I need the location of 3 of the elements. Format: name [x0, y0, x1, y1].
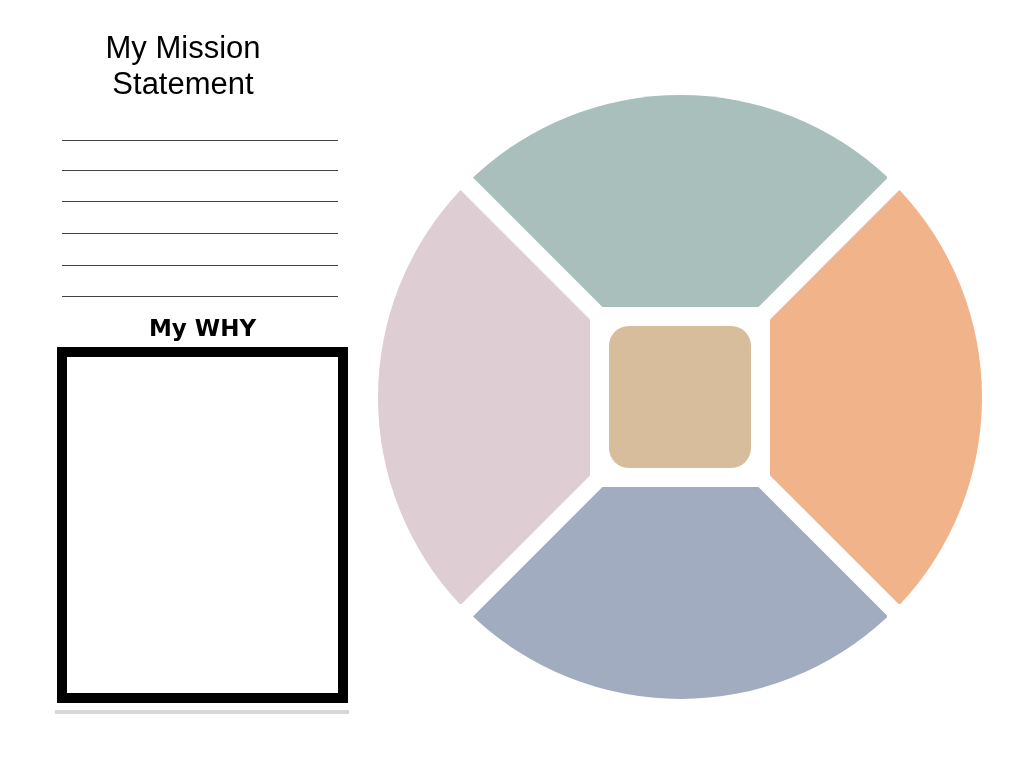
title: My Mission Statement	[104, 30, 262, 102]
heading: My WHY	[147, 315, 258, 341]
square-shape	[609, 326, 751, 468]
